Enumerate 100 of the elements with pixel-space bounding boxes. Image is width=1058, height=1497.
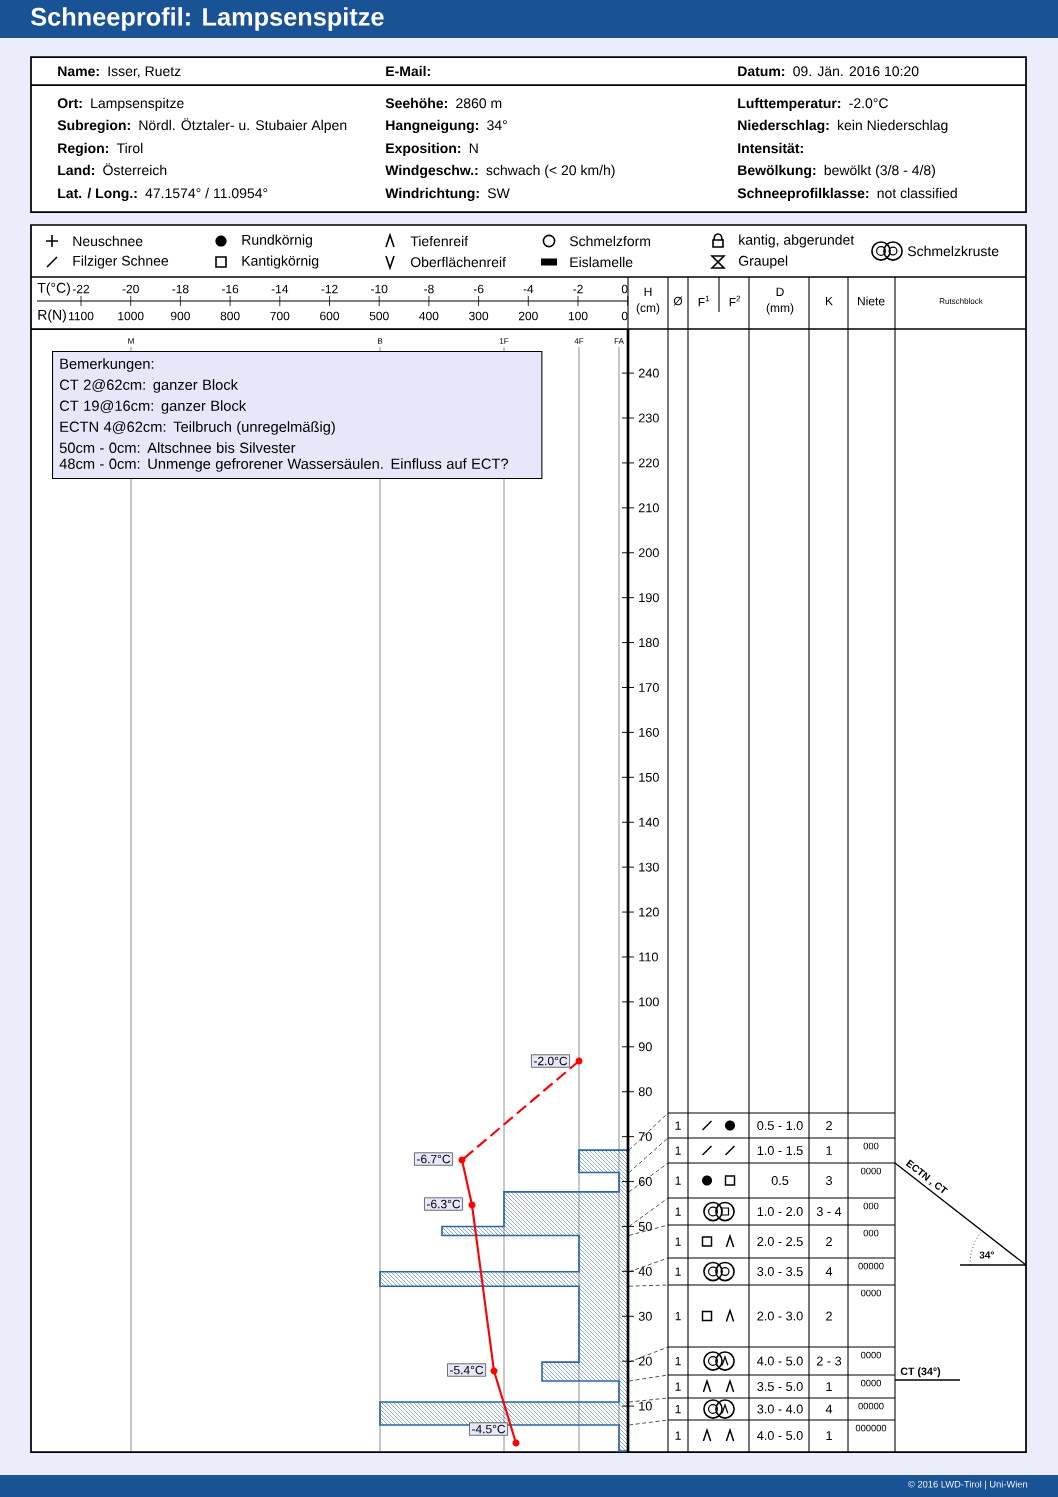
field-label: Hangneigung: xyxy=(386,119,478,133)
field-value: 09. Jän. 2016 10:20 xyxy=(793,66,919,77)
title-bar: Schneeprofil: Lampsenspitze xyxy=(0,0,1058,38)
column-header: F$^{2}$ xyxy=(729,295,741,307)
field-label: Name: xyxy=(58,66,99,77)
hardness-label: M xyxy=(128,338,134,344)
axis-label: T(°C) xyxy=(37,282,70,296)
axis-tick-label: -4 xyxy=(523,284,534,294)
axis-label: R(N) xyxy=(38,309,66,323)
table-cell-text: 0000 xyxy=(861,1351,881,1359)
table-cell-text: 1 xyxy=(826,1382,832,1391)
column-header: H (cm) xyxy=(636,287,660,315)
height-tick-label: 220 xyxy=(638,458,659,468)
column-header: D (mm) xyxy=(766,287,794,315)
height-tick-label: 40 xyxy=(638,1266,652,1276)
height-tick-label: 10 xyxy=(639,1401,652,1411)
table-cell-text: 1 xyxy=(675,1176,681,1185)
height-tick-label: 80 xyxy=(638,1087,652,1097)
temperature-label: -2.0°C xyxy=(531,1054,570,1068)
field-label: Seehöhe: xyxy=(385,97,447,109)
field-label: Niederschlag: xyxy=(738,119,829,133)
height-tick-label: 120 xyxy=(639,907,659,917)
field-label: Lufttemperatur: xyxy=(738,97,841,111)
axis-tick-label: 800 xyxy=(220,311,240,321)
table-cell-text: 2 xyxy=(826,1311,832,1321)
table-cell-text: 0000 xyxy=(861,1167,881,1175)
axis-tick-label: -22 xyxy=(72,284,90,294)
height-tick-label: 150 xyxy=(639,772,659,782)
legend-text: Graupel xyxy=(739,255,788,269)
field-label: Bewölkung: xyxy=(738,164,816,178)
table-cell-text: 1 xyxy=(675,1382,681,1391)
field-value: Isser, Ruetz xyxy=(108,66,181,78)
remarks-box: Bemerkungen: CT 2@62cm: ganzer Block CT 19@16cm: ganzer Block ECTN 4@62cm: Teilbruch (unregelmäßig) 50cm - 0cm: Altschnee bis Silvester 48cm - 0cm: Unmenge gefrorener Wassersäulen. Einfluss auf ECT? xyxy=(52,351,543,480)
axis-tick-label: -2 xyxy=(573,284,583,294)
table-cell-text: 1.0 - 1.5 xyxy=(757,1146,803,1155)
field-value: Lampsenspitze xyxy=(91,97,184,111)
table-cell-text: 3 - 4 xyxy=(816,1207,842,1216)
table-cell-text: 1 xyxy=(675,1404,681,1414)
height-tick-label: 60 xyxy=(638,1177,652,1186)
axis-tick-label: 1000 xyxy=(118,311,144,321)
field-label: Subregion: xyxy=(57,119,130,133)
field-value: schwach (< 20 km/h) xyxy=(486,164,615,178)
legend-text: Filziger Schnee xyxy=(73,255,169,269)
field-value: kein Niederschlag xyxy=(838,119,948,133)
field-label: Intensität: xyxy=(738,142,803,154)
height-tick-label: 90 xyxy=(638,1042,652,1052)
axis-tick-label: 500 xyxy=(369,311,389,321)
table-cell-text: 4.0 - 5.0 xyxy=(757,1356,803,1366)
table-cell-text: 2 xyxy=(826,1237,832,1246)
table-cell-text: 000 xyxy=(863,1229,879,1237)
axis-tick-label: -6 xyxy=(473,284,484,294)
table-cell-text: 2.0 - 2.5 xyxy=(757,1237,803,1246)
table-cell-text: 000 xyxy=(863,1202,879,1210)
table-cell-text: 1 xyxy=(675,1121,681,1130)
table-cell-text: 2 - 3 xyxy=(816,1356,842,1366)
field-value: SW xyxy=(487,188,510,199)
column-header: Ø xyxy=(673,296,683,306)
axis-tick-label: -18 xyxy=(172,284,189,294)
hardness-label: B xyxy=(378,338,383,344)
table-cell-text: 1 xyxy=(826,1146,832,1155)
axis-tick-label: -12 xyxy=(321,284,338,294)
field-label: Land: xyxy=(58,164,94,176)
height-tick-label: 70 xyxy=(638,1132,652,1142)
height-tick-label: 230 xyxy=(638,413,659,423)
field-label: Lat. / Long.: xyxy=(58,187,137,201)
height-tick-label: 170 xyxy=(639,683,659,692)
axis-tick-label: 400 xyxy=(419,311,439,321)
height-tick-label: 30 xyxy=(638,1311,652,1321)
axis-tick-label: 600 xyxy=(320,311,340,321)
axis-tick-label: -16 xyxy=(221,284,239,294)
temperature-label: -4.5°C xyxy=(469,1422,508,1436)
field-value: 47.1574° / 11.0954° xyxy=(145,187,268,199)
legend-text: Rundkörnig xyxy=(242,234,312,248)
field-value: 34° xyxy=(487,120,507,131)
table-cell-text: 2 xyxy=(826,1121,832,1130)
table-cell-text: 0.5 xyxy=(771,1176,789,1185)
test-result-label: CT (34°) xyxy=(900,1367,941,1378)
axis-tick-label: -20 xyxy=(122,284,139,294)
axis-tick-label: 0 xyxy=(621,284,628,294)
column-header: F$^{1}$ xyxy=(698,295,710,307)
table-cell-text: 1 xyxy=(675,1207,681,1216)
footer-text: © 2016 LWD-Tirol | Uni-Wien xyxy=(908,1480,1028,1490)
field-value: Nördl. Ötztaler- u. Stubaier Alpen xyxy=(139,118,347,133)
hardness-label: 4F xyxy=(574,338,584,344)
table-cell-text: 1 xyxy=(675,1356,681,1366)
column-header: K xyxy=(826,296,833,306)
table-cell-text: 3 xyxy=(825,1176,832,1185)
height-tick-label: 100 xyxy=(639,997,659,1007)
table-cell-text: 3.0 - 4.0 xyxy=(757,1404,803,1414)
height-tick-label: 110 xyxy=(639,952,658,962)
legend-text: Oberflächenreif xyxy=(410,256,506,268)
axis-tick-label: 900 xyxy=(170,311,190,321)
table-cell-text: 1 xyxy=(675,1146,681,1155)
table-cell-text: 4 xyxy=(825,1267,833,1276)
column-header: Niete xyxy=(858,296,885,306)
height-tick-label: 50 xyxy=(638,1221,652,1231)
table-cell-text: 1.0 - 2.0 xyxy=(757,1207,803,1216)
legend-text: Schmelzform xyxy=(569,235,650,247)
height-tick-label: 210 xyxy=(638,503,659,513)
axis-tick-label: 100 xyxy=(568,311,588,321)
